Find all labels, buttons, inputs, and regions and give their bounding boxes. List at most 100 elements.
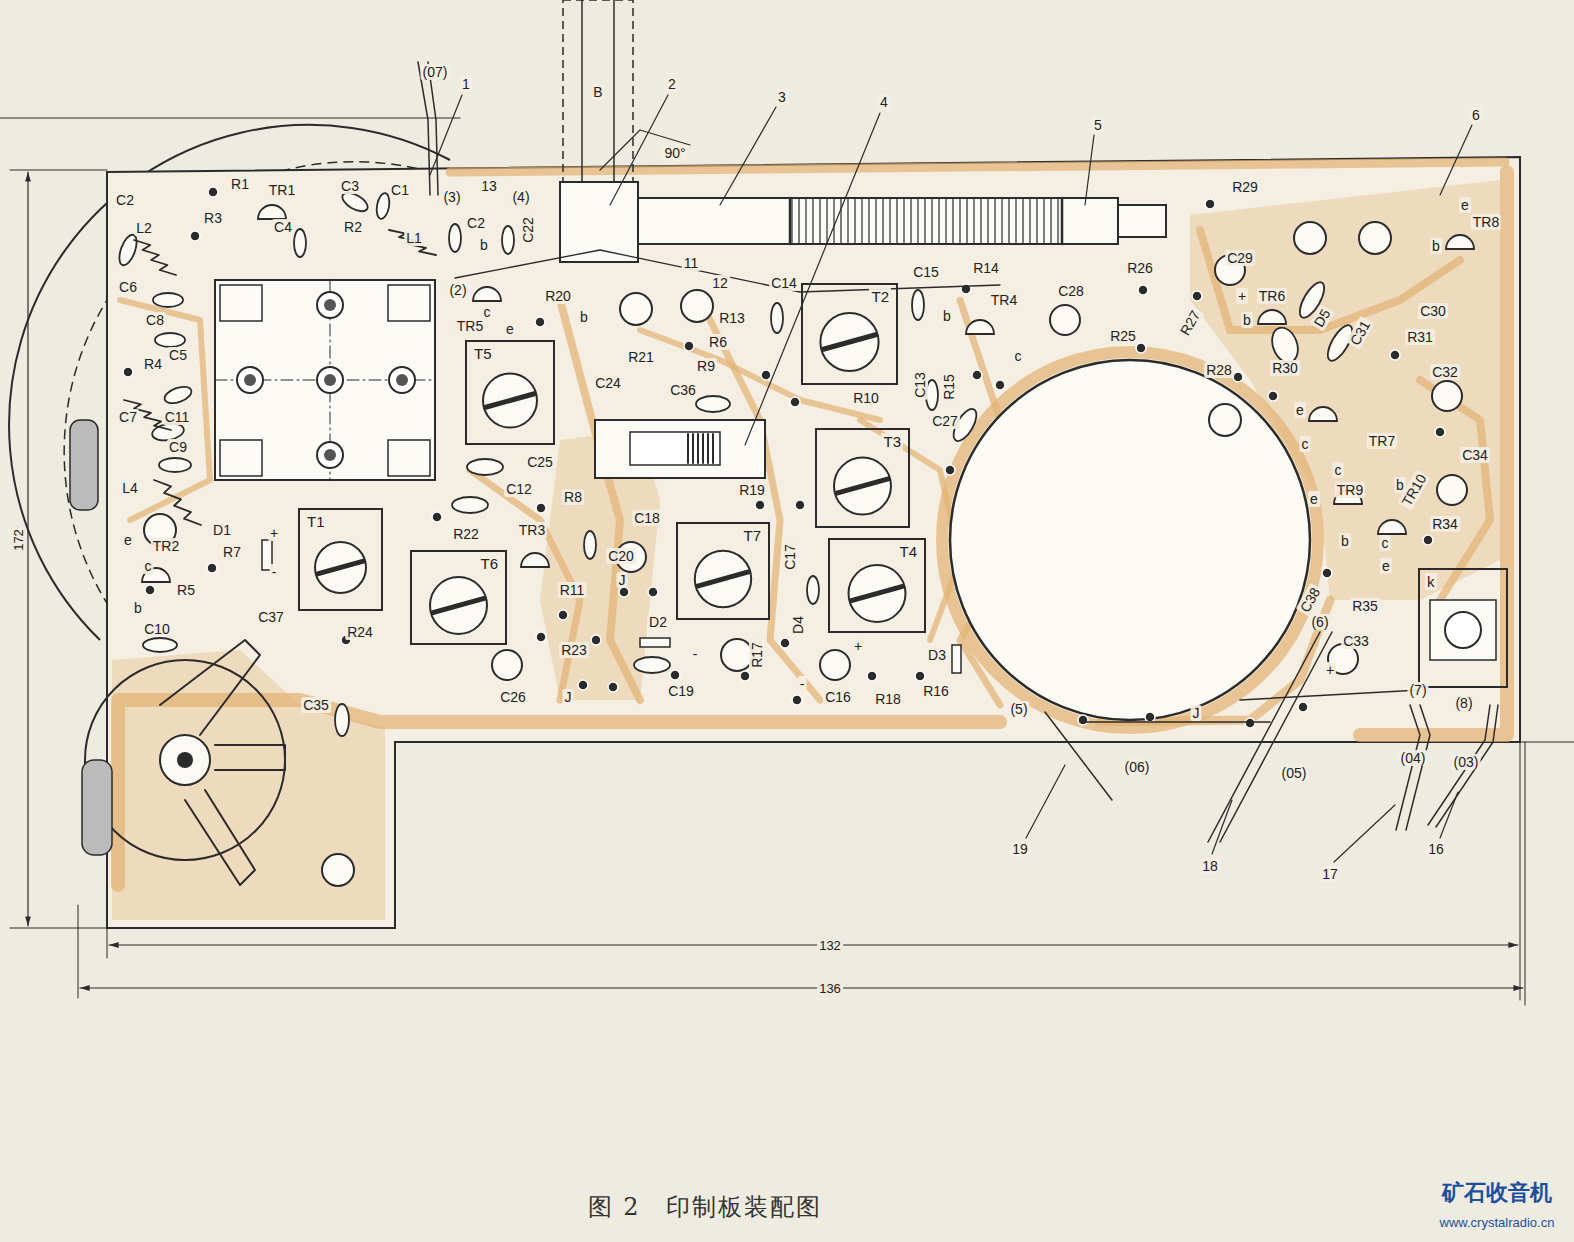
part-label: T2	[869, 288, 891, 305]
solder-pad	[867, 671, 877, 681]
coil-turn	[903, 198, 904, 244]
copper-trace	[640, 330, 880, 420]
extension-line	[10, 928, 107, 929]
solder-pad	[972, 370, 982, 380]
part-label: R13	[717, 310, 747, 326]
part-label: TR9	[1335, 482, 1365, 498]
transistor-symbol	[1309, 407, 1337, 421]
wire	[1406, 705, 1430, 830]
part-label: C26	[498, 689, 528, 705]
screw-slot	[318, 561, 364, 574]
coil-turn	[1050, 198, 1051, 244]
solder-pad	[1245, 718, 1255, 728]
coil-turn	[826, 198, 827, 244]
part-label: c	[1333, 462, 1344, 478]
screw-slot	[433, 598, 484, 612]
adjust-screw	[849, 565, 906, 622]
leader-line	[1085, 135, 1094, 205]
transistor-symbol	[258, 205, 286, 219]
coil-edge	[789, 198, 792, 244]
part-label: e	[1308, 491, 1320, 507]
part-label: R9	[695, 358, 717, 374]
part-label: R20	[543, 288, 573, 304]
coil-turn	[938, 198, 939, 244]
solder-pad	[1192, 291, 1202, 301]
part-label: R35	[1350, 598, 1380, 614]
part-label: C15	[911, 264, 941, 280]
part-label: (7)	[1407, 682, 1428, 698]
part-label: b	[941, 308, 953, 324]
part-label: J	[563, 689, 574, 705]
coil-turn	[889, 198, 890, 244]
part-label: 90°	[662, 145, 687, 161]
solder-pad	[1233, 372, 1243, 382]
part-label: R11	[558, 582, 587, 598]
part-label: C22	[520, 215, 536, 245]
coil-turn	[812, 198, 813, 244]
solder-pad	[1268, 391, 1278, 401]
solder-pad	[1435, 427, 1445, 437]
part-label: (2)	[447, 282, 468, 298]
coil-turn	[833, 198, 834, 244]
solder-pad	[536, 503, 546, 513]
part-label: +	[852, 638, 864, 654]
part-label: e	[122, 532, 134, 548]
part-label: +	[1236, 288, 1248, 304]
mount-hole-inner	[324, 299, 336, 311]
part-label: J	[1191, 705, 1202, 721]
coil-symbol	[389, 230, 436, 255]
capacitor-symbol	[467, 459, 503, 475]
coil-turn	[805, 198, 806, 244]
coil-turn	[1057, 198, 1058, 244]
extension-line	[107, 928, 108, 958]
part-label: C2	[465, 215, 487, 231]
volume-pot	[85, 660, 285, 860]
coil-turn	[1029, 198, 1030, 244]
part-label: b	[1241, 312, 1253, 328]
solder-pad	[608, 682, 618, 692]
part-label: TR1	[267, 182, 297, 198]
part-label: 11	[682, 255, 701, 271]
capacitor-symbol	[153, 293, 183, 307]
board-hole	[1359, 222, 1391, 254]
wire	[1396, 705, 1420, 830]
part-label: R19	[737, 482, 767, 498]
leader-line	[430, 95, 462, 175]
electrolytic-capacitor	[1432, 381, 1462, 411]
ferrite-rod	[638, 198, 1118, 244]
coil-turn	[973, 198, 974, 244]
part-label: e	[1459, 197, 1471, 213]
pot-shaft-inner	[177, 752, 193, 768]
part-label: C33	[1341, 633, 1371, 649]
coil-turn	[966, 198, 967, 244]
coil-turn	[1022, 198, 1023, 244]
part-label: c	[143, 558, 154, 574]
part-label: C24	[593, 375, 623, 391]
capacitor-symbol	[159, 458, 191, 472]
part-label: D2	[647, 614, 669, 630]
speaker-hole	[950, 360, 1310, 720]
part-label: C8	[144, 312, 166, 328]
part-label: C3	[339, 178, 361, 194]
solder-pad	[755, 500, 765, 510]
transistor-symbol	[1378, 520, 1406, 534]
part-label: (5)	[1008, 701, 1029, 717]
part-label: L2	[134, 220, 154, 236]
part-label: R15	[941, 372, 957, 402]
part-label: T6	[478, 555, 500, 572]
capacitor-symbol	[634, 657, 670, 673]
part-label: 16	[1426, 841, 1446, 857]
part-label: +	[1324, 662, 1336, 678]
solder-pad	[1145, 712, 1155, 722]
solder-pad	[1205, 199, 1215, 209]
electrolytic-capacitor	[820, 650, 850, 680]
mount-hole	[389, 367, 415, 393]
solder-pad	[145, 585, 155, 595]
solder-pad	[780, 638, 790, 648]
part-label: L4	[120, 480, 140, 496]
solder-pad	[123, 367, 133, 377]
coil-turn	[1001, 198, 1002, 244]
coil-turn	[875, 198, 876, 244]
transistor-symbol	[966, 320, 994, 334]
part-label: R8	[562, 489, 584, 505]
